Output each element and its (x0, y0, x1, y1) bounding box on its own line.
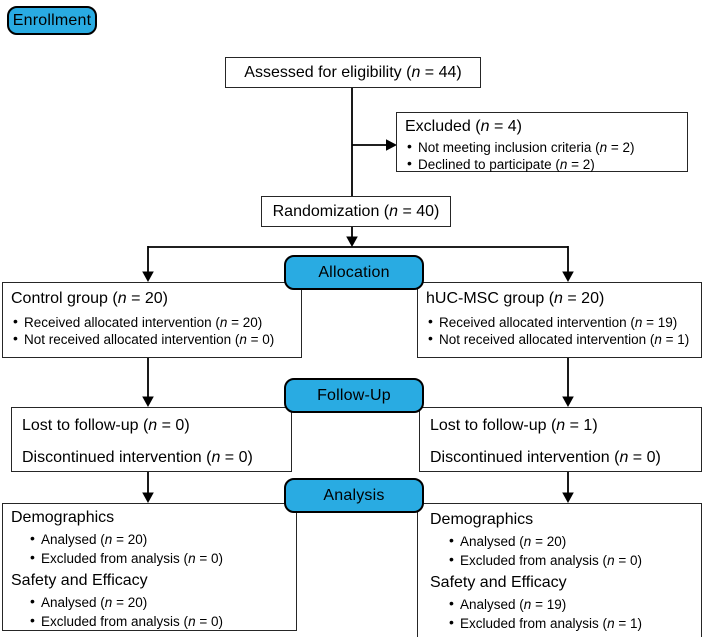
hucmsc-group-title: hUC-MSC group (n = 20) (426, 290, 605, 307)
stage-badge-enrollment: Enrollment (7, 6, 97, 35)
analysis-left-section: Demographics Analysed (n = 20) Excluded … (11, 508, 288, 567)
analysis-bullet: Excluded from analysis (n = 1) (447, 614, 689, 632)
analysis-bullet: Analysed (n = 20) (28, 530, 288, 548)
analysis-bullet: Excluded from analysis (n = 0) (28, 549, 288, 567)
analysis-section-heading: Safety and Efficacy (430, 573, 567, 591)
analysis-section-heading: Safety and Efficacy (11, 571, 148, 589)
stage-badge-followup: Follow-Up (284, 378, 424, 413)
control-group-box: Control group (n = 20) Received allocate… (2, 282, 302, 358)
analysis-section-heading: Demographics (11, 509, 115, 526)
analysis-bullet: Excluded from analysis (n = 0) (447, 551, 689, 569)
analysis-right-section: Safety and Efficacy Analysed (n = 19) Ex… (430, 573, 689, 632)
stage-badge-allocation: Allocation (284, 255, 424, 290)
excluded-title: Excluded (n = 4) (405, 118, 522, 135)
followup-left-line: Lost to follow-up (n = 0) (22, 417, 190, 434)
followup-right-line: Lost to follow-up (n = 1) (430, 417, 598, 434)
control-group-bullet: Not received allocated intervention (n =… (11, 330, 293, 348)
followup-right-line: Discontinued intervention (n = 0) (430, 449, 661, 466)
hucmsc-group-bullet: Received allocated intervention (n = 19) (426, 313, 693, 331)
control-group-title: Control group (n = 20) (11, 290, 168, 307)
assessed-eligibility-box: Assessed for eligibility (n = 44) (225, 57, 481, 88)
analysis-section-heading: Demographics (430, 511, 534, 528)
assessed-eligibility-label: Assessed for eligibility (n = 44) (244, 63, 462, 81)
stage-badge-analysis: Analysis (284, 478, 424, 513)
analysis-bullet: Excluded from analysis (n = 0) (28, 612, 288, 630)
control-group-bullet: Received allocated intervention (n = 20) (11, 313, 293, 331)
hucmsc-group-box: hUC-MSC group (n = 20) Received allocate… (417, 282, 702, 358)
analysis-left-box: Demographics Analysed (n = 20) Excluded … (2, 503, 297, 631)
randomization-box: Randomization (n = 40) (261, 196, 451, 227)
excluded-bullet: Not meeting inclusion criteria (n = 2) (405, 138, 679, 156)
followup-right-box: Lost to follow-up (n = 1) Discontinued i… (419, 407, 702, 472)
analysis-bullet: Analysed (n = 19) (447, 595, 689, 613)
excluded-bullet: Declined to participate (n = 2) (405, 155, 679, 173)
randomization-label: Randomization (n = 40) (272, 202, 440, 220)
excluded-box: Excluded (n = 4) Not meeting inclusion c… (396, 112, 688, 173)
analysis-bullet: Analysed (n = 20) (447, 532, 689, 550)
followup-left-box: Lost to follow-up (n = 0) Discontinued i… (11, 407, 292, 472)
analysis-right-box: Demographics Analysed (n = 20) Excluded … (417, 503, 702, 637)
analysis-left-section: Safety and Efficacy Analysed (n = 20) Ex… (11, 571, 288, 630)
followup-left-line: Discontinued intervention (n = 0) (22, 449, 253, 466)
analysis-right-section: Demographics Analysed (n = 20) Excluded … (430, 510, 689, 569)
hucmsc-group-bullet: Not received allocated intervention (n =… (426, 330, 693, 348)
analysis-bullet: Analysed (n = 20) (28, 593, 288, 611)
